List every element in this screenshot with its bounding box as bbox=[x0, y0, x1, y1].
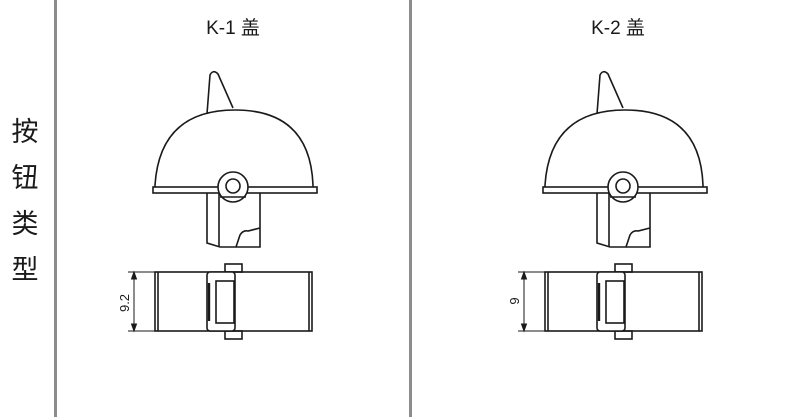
k1-dimension bbox=[128, 270, 155, 333]
k1-dimension-value: 9.2 bbox=[117, 294, 132, 312]
k2-title: K-2 盖 bbox=[591, 18, 645, 39]
left-divider bbox=[54, 0, 57, 417]
side-label-char: 型 bbox=[11, 255, 39, 286]
button-type-label: 按 钮 类 型 bbox=[10, 110, 40, 294]
k1-side-view bbox=[153, 262, 314, 341]
side-label-char: 钮 bbox=[11, 163, 39, 194]
k1-title: K-1 盖 bbox=[206, 18, 260, 39]
side-label-char: 按 bbox=[11, 117, 39, 148]
k2-dimension-value: 9 bbox=[507, 297, 522, 304]
k2-top-view bbox=[542, 70, 708, 248]
middle-divider bbox=[409, 0, 412, 417]
k2-dimension bbox=[518, 270, 545, 333]
side-label-char: 类 bbox=[11, 209, 39, 240]
k1-top-view bbox=[152, 70, 318, 248]
k2-side-view bbox=[543, 262, 704, 341]
